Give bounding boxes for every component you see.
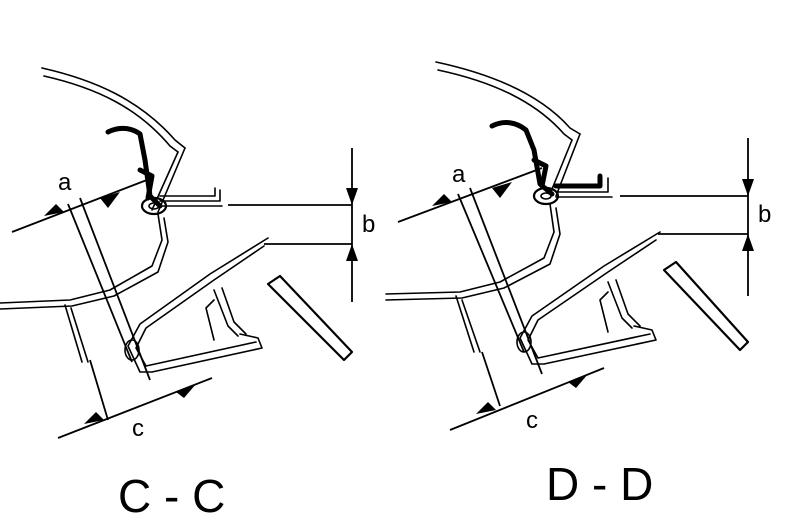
label-a-c: a xyxy=(58,169,72,196)
section-title-c: C - C xyxy=(118,470,225,522)
dimension-b-c xyxy=(228,148,358,302)
label-a-d: a xyxy=(452,161,466,188)
section-d-d: a b c D - D xyxy=(385,61,771,510)
inner-panel-c xyxy=(0,213,169,363)
dimension-c-c xyxy=(57,359,213,439)
section-title-d: D - D xyxy=(546,458,653,510)
dimension-a-c xyxy=(11,177,153,381)
flange-d xyxy=(553,173,613,198)
dimension-c-d xyxy=(449,351,605,431)
section-c-c: a b c C - C xyxy=(0,67,375,522)
flange-c xyxy=(159,187,223,207)
trim-c xyxy=(266,274,354,362)
label-b-c: b xyxy=(362,211,375,238)
label-c-d: c xyxy=(526,407,538,434)
trim-d xyxy=(662,260,750,352)
inner-panel-d xyxy=(385,203,561,353)
door-frame-c xyxy=(124,237,269,373)
dimension-b-d xyxy=(620,138,754,296)
door-frame-d xyxy=(516,231,661,365)
seal-d xyxy=(489,120,560,206)
label-c-c: c xyxy=(132,415,144,442)
seal-c xyxy=(105,125,168,216)
dimension-a-d xyxy=(397,167,543,375)
label-b-d: b xyxy=(758,201,771,228)
